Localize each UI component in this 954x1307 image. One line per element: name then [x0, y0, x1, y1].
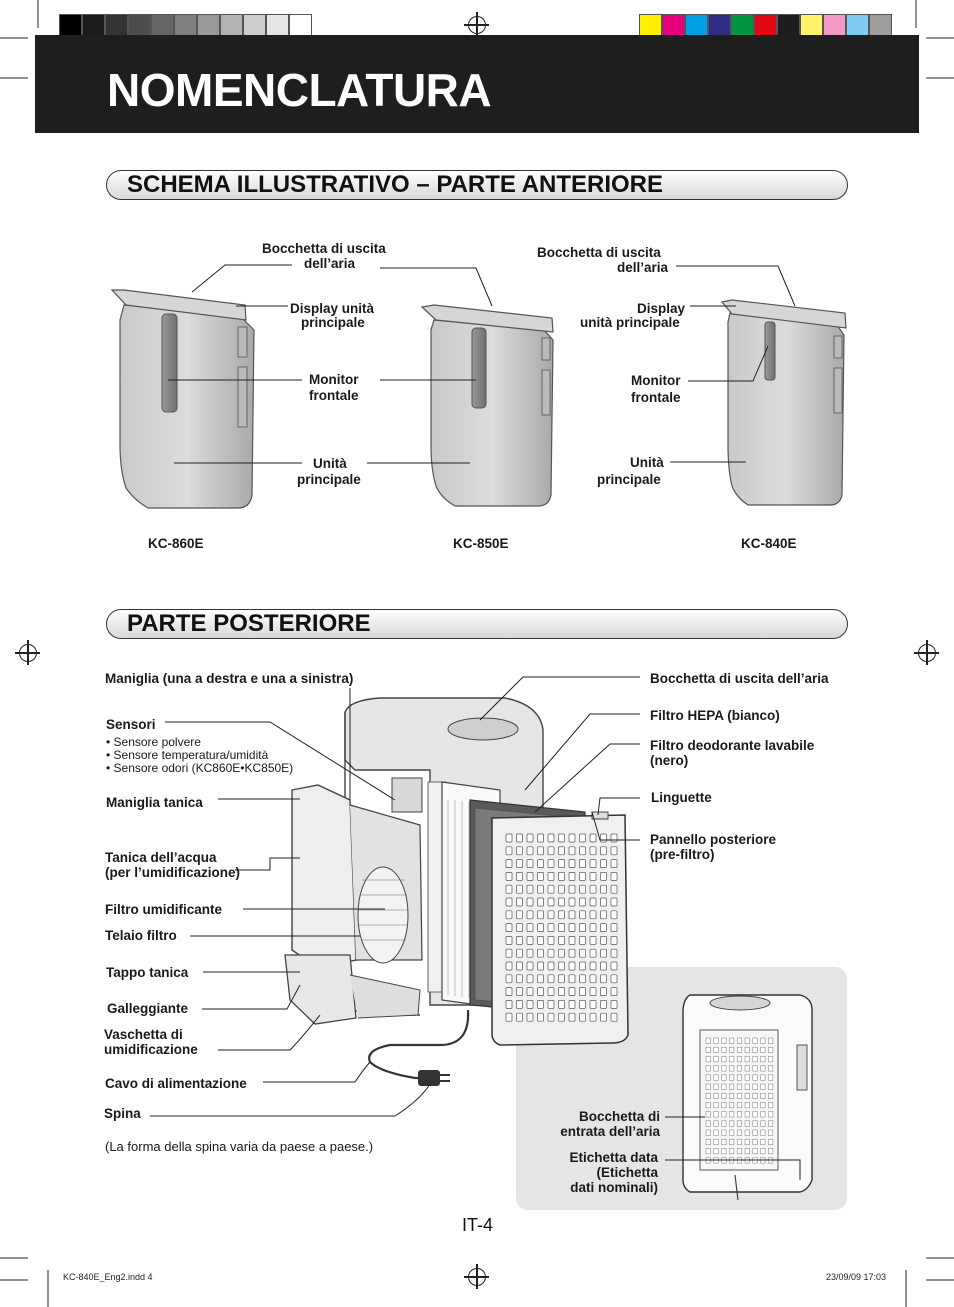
label-float: Galleggiante — [107, 1001, 188, 1016]
label-tray-1: Vaschetta di — [104, 1027, 183, 1042]
label-back-panel-2: (pre-filtro) — [650, 847, 715, 862]
label-rating-2: (Etichetta — [540, 1165, 658, 1180]
label-deodor-1: Filtro deodorante lavabile — [650, 738, 814, 753]
label-tank-handle: Maniglia tanica — [106, 795, 203, 810]
page-number: IT-4 — [462, 1215, 493, 1236]
footer-filename: KC-840E_Eng2.indd 4 — [63, 1272, 153, 1282]
label-back-panel-1: Pannello posteriore — [650, 832, 776, 847]
label-hepa: Filtro HEPA (bianco) — [650, 708, 780, 723]
power-cord — [369, 1010, 468, 1078]
label-rating-3: dati nominali) — [540, 1180, 658, 1195]
label-humidifying-filter: Filtro umidificante — [105, 902, 222, 917]
label-handle: Maniglia (una a destra e una a sinistra) — [105, 671, 353, 686]
humidifying-filter — [358, 867, 408, 963]
label-tabs: Linguette — [651, 790, 712, 805]
label-rating-1: Etichetta data — [540, 1150, 658, 1165]
label-tank-cap: Tappo tanica — [106, 965, 188, 980]
sensor-item-odour: • Sensore odori (KC860E•KC850E) — [106, 762, 293, 775]
label-tray-2: umidificazione — [104, 1042, 198, 1057]
rear-panel-prefilter — [492, 812, 628, 1045]
label-power-cord: Cavo di alimentazione — [105, 1076, 247, 1091]
label-water-tank-1: Tanica dell’acqua — [105, 850, 217, 865]
humidifying-tray — [285, 955, 420, 1024]
label-plug: Spina — [104, 1106, 141, 1121]
footer-date: 23/09/09 17:03 — [826, 1272, 886, 1282]
inset-unit-rear — [683, 995, 812, 1200]
label-sensors: Sensori — [106, 717, 156, 732]
label-deodor-2: (nero) — [650, 753, 688, 768]
label-inlet-2: entrata dell’aria — [540, 1124, 660, 1139]
label-water-tank-2: (per l’umidificazione) — [105, 865, 240, 880]
label-rear-outlet: Bocchetta di uscita dell’aria — [650, 671, 829, 686]
label-inlet-1: Bocchetta di — [550, 1109, 660, 1124]
power-plug — [418, 1070, 450, 1086]
plug-shape-note: (La forma della spina varia da paese a p… — [105, 1139, 373, 1154]
label-filter-frame: Telaio filtro — [105, 928, 177, 943]
